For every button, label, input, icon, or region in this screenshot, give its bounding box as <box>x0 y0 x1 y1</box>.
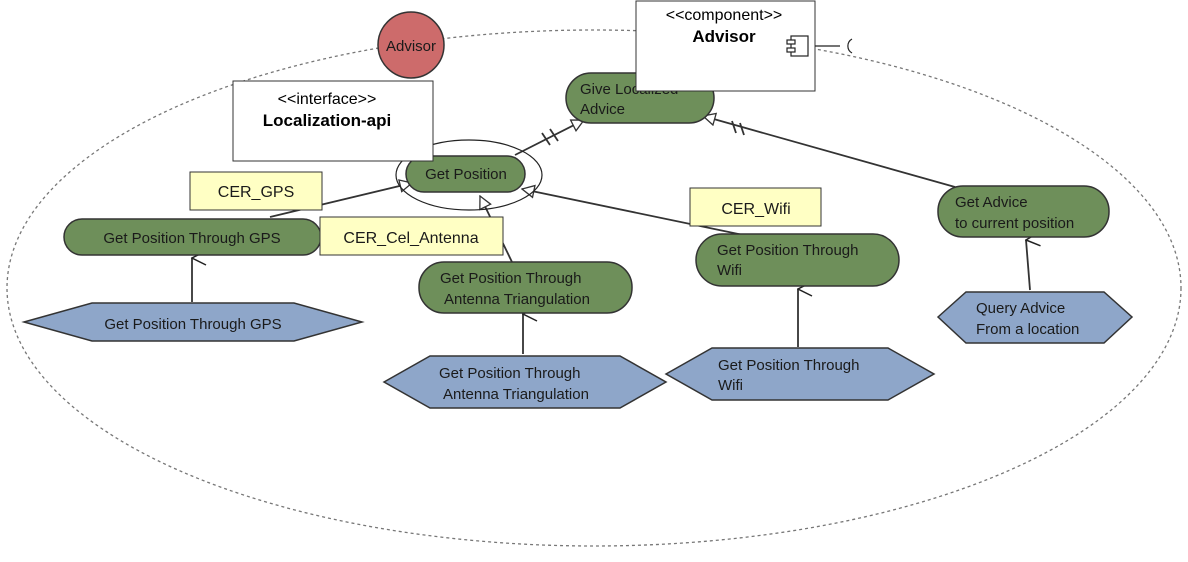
tick-mark <box>549 128 559 142</box>
task-wifi[interactable]: Get Position Through Wifi <box>664 347 936 401</box>
goal-label: Antenna Triangulation <box>444 291 590 308</box>
link-task-query <box>1026 240 1030 291</box>
cer-label: CER_Wifi <box>721 201 790 218</box>
component-box[interactable]: <<component>> Advisor <box>635 0 853 92</box>
cer-label: CER_GPS <box>218 184 294 201</box>
interface-name: Localization-api <box>263 111 391 130</box>
tick-mark <box>739 122 745 136</box>
task-label: Antenna Triangulation <box>443 386 589 403</box>
link-getposition-to-localized <box>514 119 584 156</box>
goal-label: to current position <box>955 215 1074 232</box>
actor-boundary <box>6 29 1182 547</box>
goal-advice-current-position[interactable]: Get Advice to current position <box>937 185 1110 238</box>
goal-get-position[interactable]: Get Position <box>405 155 526 193</box>
link-gps-goal-to-getposition <box>269 183 412 218</box>
links <box>192 116 1030 354</box>
task-label: Get Position Through <box>439 365 580 382</box>
link-advice-to-localized <box>703 116 956 188</box>
task-gps[interactable]: Get Position Through GPS <box>21 302 365 342</box>
goal-gps[interactable]: Get Position Through GPS <box>63 218 322 256</box>
component-icon <box>786 35 809 57</box>
goal-label: Get Position Through <box>717 242 858 259</box>
task-label: Get Position Through <box>718 357 859 374</box>
task-label: From a location <box>976 321 1079 338</box>
cer-note-antenna[interactable]: CER_Cel_Antenna <box>319 216 504 256</box>
task-antenna[interactable]: Get Position Through Antenna Triangulati… <box>382 355 668 409</box>
interface-box[interactable]: <<interface>> Localization-api <box>232 80 434 162</box>
goal-label: Wifi <box>717 262 742 279</box>
tick-mark <box>541 132 551 146</box>
task-query-advice[interactable]: Query Advice From a location <box>936 291 1134 344</box>
goal-label: Get Position Through GPS <box>103 230 280 247</box>
cer-label: CER_Cel_Antenna <box>343 230 478 247</box>
task-label: Wifi <box>718 377 743 394</box>
interface-stereotype: <<interface>> <box>278 91 377 108</box>
actor-label: Advisor <box>386 38 436 55</box>
cer-note-gps[interactable]: CER_GPS <box>189 171 323 211</box>
goal-label: Get Position Through <box>440 270 581 287</box>
component-stereotype: <<component>> <box>666 7 783 24</box>
interface-selection-ellipse <box>395 139 543 211</box>
goal-antenna[interactable]: Get Position Through Antenna Triangulati… <box>418 261 633 314</box>
goal-label: Advice <box>580 101 625 118</box>
link-wifi-goal-to-getposition <box>522 189 749 237</box>
task-label: Get Position Through GPS <box>104 316 281 333</box>
goal-label: Get Position <box>425 166 507 183</box>
task-label: Query Advice <box>976 300 1065 317</box>
goal-wifi[interactable]: Get Position Through Wifi <box>695 233 900 287</box>
actor-advisor[interactable]: Advisor <box>377 11 445 79</box>
required-interface-socket-icon <box>815 38 853 54</box>
goal-label: Get Advice <box>955 194 1028 211</box>
cer-note-wifi[interactable]: CER_Wifi <box>689 187 822 227</box>
tick-mark <box>731 120 737 134</box>
component-name: Advisor <box>692 27 756 46</box>
